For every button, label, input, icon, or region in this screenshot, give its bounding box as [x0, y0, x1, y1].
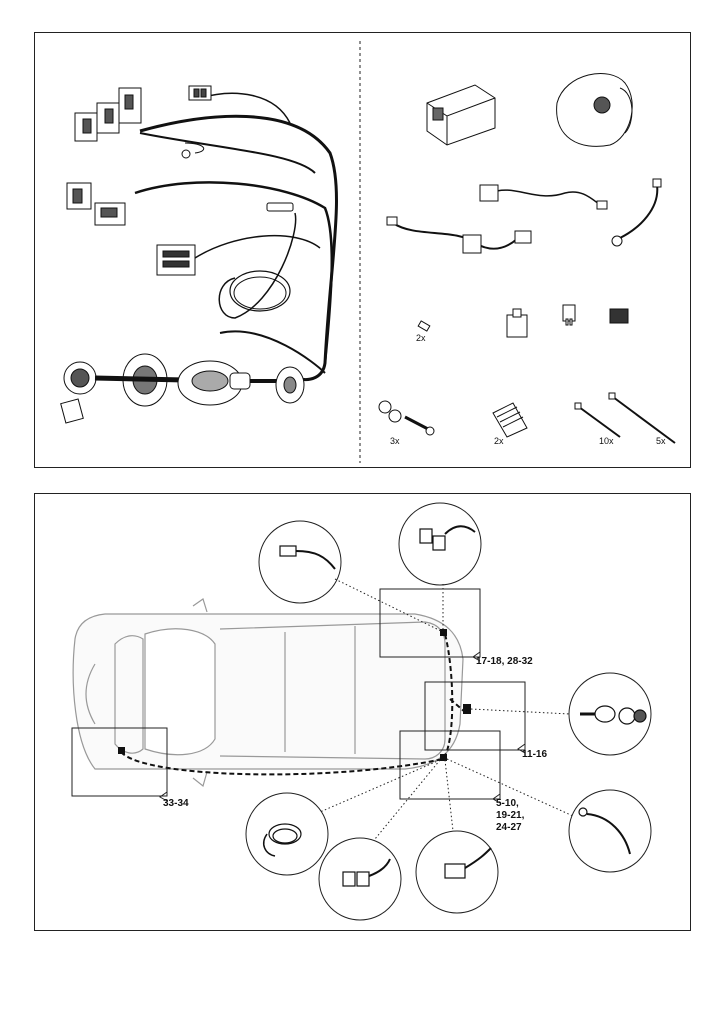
circle-connector-small: [258, 520, 342, 604]
callout-rear-lower-3: 24-27: [496, 822, 522, 833]
connector-block-lower: [156, 244, 196, 276]
box-front: [71, 727, 168, 797]
parts-kit-panel: 2x 3x 2x 10x 5x: [34, 32, 691, 468]
qty-ties-short: 5x: [656, 436, 666, 446]
cable-tie-short: [608, 392, 676, 444]
car-outline: [72, 598, 464, 788]
qty-tape: 2x: [494, 436, 504, 446]
vehicle-install-panel: 17-18, 28-32 11-16 5-10, 19-21, 24-27 33…: [34, 493, 691, 931]
socket-assembly: [60, 353, 305, 424]
callout-rear-upper: 17-18, 28-32: [476, 656, 533, 667]
callout-front: 33-34: [163, 798, 189, 809]
callout-rear-socket: 11-16: [522, 749, 547, 760]
ring-terminal: [181, 149, 191, 159]
qty-screws: 3x: [390, 436, 400, 446]
callout-brackets: [159, 651, 526, 804]
box-rear-lower: [399, 730, 501, 800]
qty-small-connector: 2x: [416, 333, 426, 343]
circle-contents: [263, 525, 647, 887]
main-harness: [134, 92, 338, 382]
fuse: [562, 304, 576, 326]
callout-rear-lower-2: 19-21,: [496, 810, 525, 821]
leader-lines: [319, 578, 574, 840]
circle-ground-wire: [568, 789, 652, 873]
connector-block-middle: [66, 182, 126, 226]
circle-cable-coil: [245, 792, 329, 876]
socket-cover: [556, 72, 633, 147]
callout-rear-lower-1: 5-10,: [496, 798, 519, 809]
cable-tie-long: [574, 402, 621, 438]
connector-block-upper: [74, 87, 142, 142]
fuse-holder: [609, 308, 629, 324]
relay-holder: [506, 308, 528, 338]
adapter-cable: [386, 184, 608, 254]
screws: [378, 400, 435, 436]
qty-ties-long: 10x: [599, 436, 614, 446]
box-rear-socket: [424, 681, 526, 751]
connector-small-top: [188, 85, 212, 101]
vehicle-install-drawing: 17-18, 28-32 11-16 5-10, 19-21, 24-27 33…: [71, 502, 652, 921]
small-connector: [417, 320, 431, 332]
adhesive-tape: [492, 402, 528, 438]
ground-wire: [611, 178, 662, 247]
parts-kit-drawing: 2x 3x 2x 10x 5x: [60, 41, 676, 463]
control-module: [426, 84, 496, 146]
cable-route: [120, 633, 466, 776]
connector-inline-sleeve: [266, 202, 294, 212]
detail-boxes: [71, 588, 526, 800]
route-markers: [118, 629, 471, 761]
box-rear-upper: [379, 588, 481, 658]
